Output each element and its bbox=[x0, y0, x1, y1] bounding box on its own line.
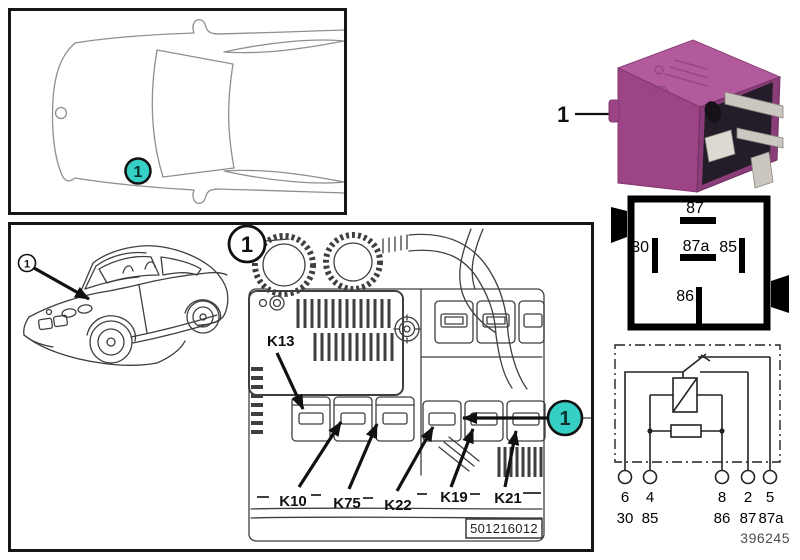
callout-1-car-label: 1 bbox=[24, 259, 30, 271]
pin-diagram-right-tab bbox=[771, 275, 789, 313]
location-overview-panel: 1 bbox=[8, 8, 347, 215]
fusebox-drawing bbox=[248, 228, 546, 542]
schematic-terminal-30: 30 bbox=[617, 510, 634, 527]
pin-85-label: 85 bbox=[719, 239, 737, 256]
relay-label-k19: K19 bbox=[440, 489, 468, 506]
schematic-pin-6: 6 bbox=[621, 489, 629, 506]
callout-1-fusebox[interactable]: 1 bbox=[227, 225, 267, 264]
schematic-pin-8: 8 bbox=[718, 489, 726, 506]
image-part-number-plate: 501216012 bbox=[465, 518, 543, 539]
relay-label-k13: K13 bbox=[267, 333, 295, 350]
relay-top-markings bbox=[650, 59, 709, 92]
relay-label-k75: K75 bbox=[333, 495, 361, 512]
k21-arrow bbox=[503, 430, 520, 488]
callout-1-car[interactable]: 1 bbox=[17, 253, 37, 273]
relay-photo-callout-label: 1 bbox=[557, 102, 569, 127]
pin-30-label: 30 bbox=[631, 239, 649, 256]
image-part-number: 501216012 bbox=[470, 521, 538, 536]
pin-87a-label: 87a bbox=[683, 238, 710, 255]
pin-87-label: 87 bbox=[686, 200, 704, 217]
relay-photo: 1 bbox=[557, 39, 784, 193]
k13-arrow bbox=[275, 352, 305, 410]
schematic-pin-2: 2 bbox=[744, 489, 752, 506]
schematic-terminal-86: 86 bbox=[714, 510, 731, 527]
location-detail-panel: 1 bbox=[8, 222, 594, 552]
pin-diagram-left-tab bbox=[611, 207, 627, 243]
car-side-view-drawing bbox=[23, 245, 229, 366]
relay-schematic: 6 4 8 2 5 30 85 86 87 87a bbox=[614, 344, 784, 527]
callout-1-pointer[interactable]: 1 bbox=[546, 399, 584, 437]
k19-arrow bbox=[449, 428, 475, 488]
callout-1-pointer-label: 1 bbox=[559, 408, 570, 430]
relay-label-k22: K22 bbox=[384, 497, 412, 514]
relay-label-k10: K10 bbox=[279, 493, 307, 510]
callout-1-overview-label: 1 bbox=[134, 164, 143, 181]
callout-1-overview[interactable]: 1 bbox=[124, 157, 152, 185]
k75-arrow bbox=[347, 423, 379, 490]
document-number: 396245 bbox=[740, 530, 790, 546]
k22-arrow bbox=[395, 426, 435, 492]
k10-arrow bbox=[297, 421, 343, 488]
car-callout-arrow bbox=[33, 266, 90, 301]
location-detail-drawing: 1 bbox=[17, 225, 591, 542]
relay-label-k21: K21 bbox=[494, 490, 522, 507]
schematic-terminals bbox=[617, 469, 778, 485]
car-top-view-drawing: 1 bbox=[51, 19, 344, 204]
relay-side-tab bbox=[608, 99, 620, 123]
schematic-pin-5: 5 bbox=[766, 489, 774, 506]
schematic-pin-4: 4 bbox=[646, 489, 654, 506]
relay-pins bbox=[704, 91, 784, 189]
schematic-terminal-87: 87 bbox=[740, 510, 757, 527]
callout-1-fusebox-label: 1 bbox=[241, 232, 253, 257]
schematic-terminal-85: 85 bbox=[642, 510, 659, 527]
schematic-terminal-87a: 87a bbox=[758, 510, 784, 527]
pin-86-label: 86 bbox=[676, 288, 694, 305]
relay-pin-diagram: 87 30 87a 85 86 bbox=[611, 195, 789, 331]
